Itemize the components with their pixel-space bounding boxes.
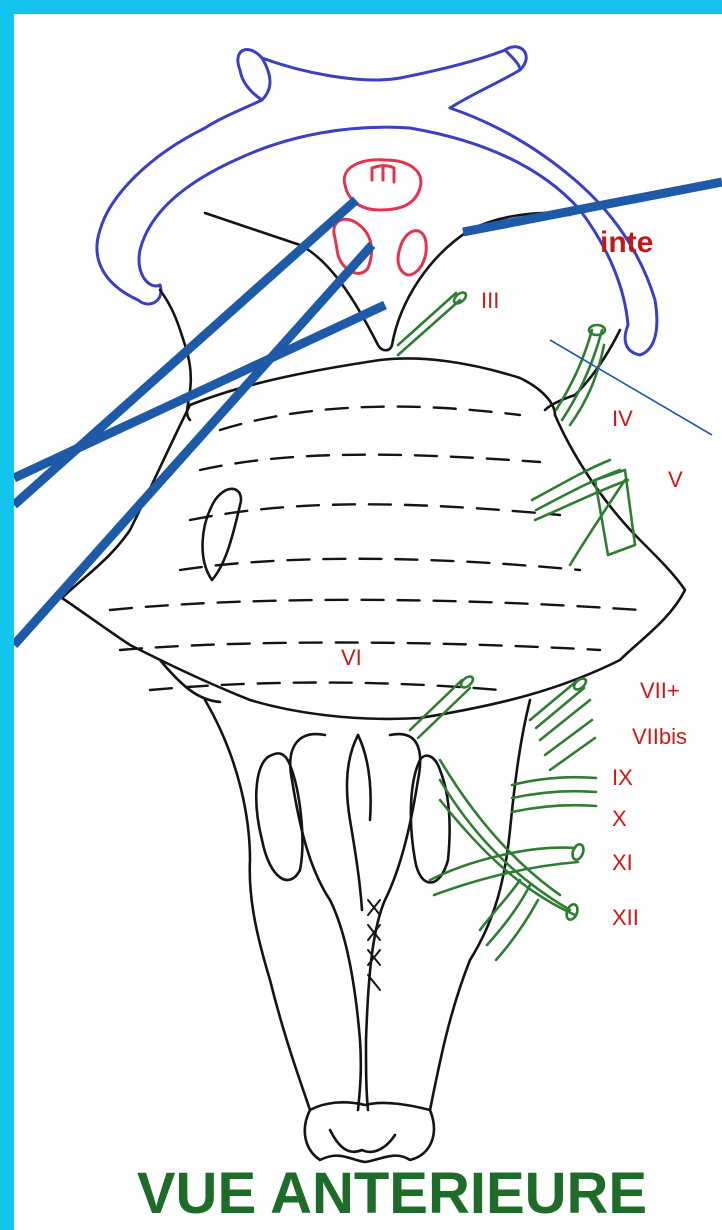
nerve-label-XI: XI (612, 850, 633, 875)
nerve-XII-root (480, 880, 538, 960)
nerve-label-V: V (668, 467, 683, 492)
pointer-line-2 (14, 245, 372, 645)
nerve-label-VI: VI (341, 645, 362, 670)
nerve-label-XII: XII (612, 905, 639, 930)
pointer-line-3 (14, 305, 385, 478)
brainstem-diagram: inte III IV V VI VII+ VIIbis IX X XI XII… (14, 14, 722, 1230)
nerve-label-X: X (612, 806, 627, 831)
brainstem-outline (62, 213, 685, 1162)
diagram-title: VUE ANTERIEURE (137, 1161, 647, 1226)
nerve-label-III: III (481, 288, 499, 313)
nerve-IV-root (556, 330, 604, 425)
nerve-label-VII: VII+ (640, 678, 680, 703)
nerve-label-IX: IX (612, 765, 633, 790)
nerve-VI-root (410, 680, 470, 738)
cranial-nerves (398, 290, 635, 960)
edge-label: inte (600, 226, 653, 259)
nerve-label-VIIbis: VIIbis (632, 724, 687, 749)
nerve-VII-root (530, 680, 595, 770)
nerve-label-IV: IV (612, 406, 633, 431)
diagram-frame: inte III IV V VI VII+ VIIbis IX X XI XII… (14, 14, 722, 1230)
nerve-IX-root (512, 777, 596, 812)
pituitary-region (334, 160, 426, 275)
nerve-X-XI-root (430, 760, 578, 915)
pointer-line-4 (463, 182, 722, 232)
